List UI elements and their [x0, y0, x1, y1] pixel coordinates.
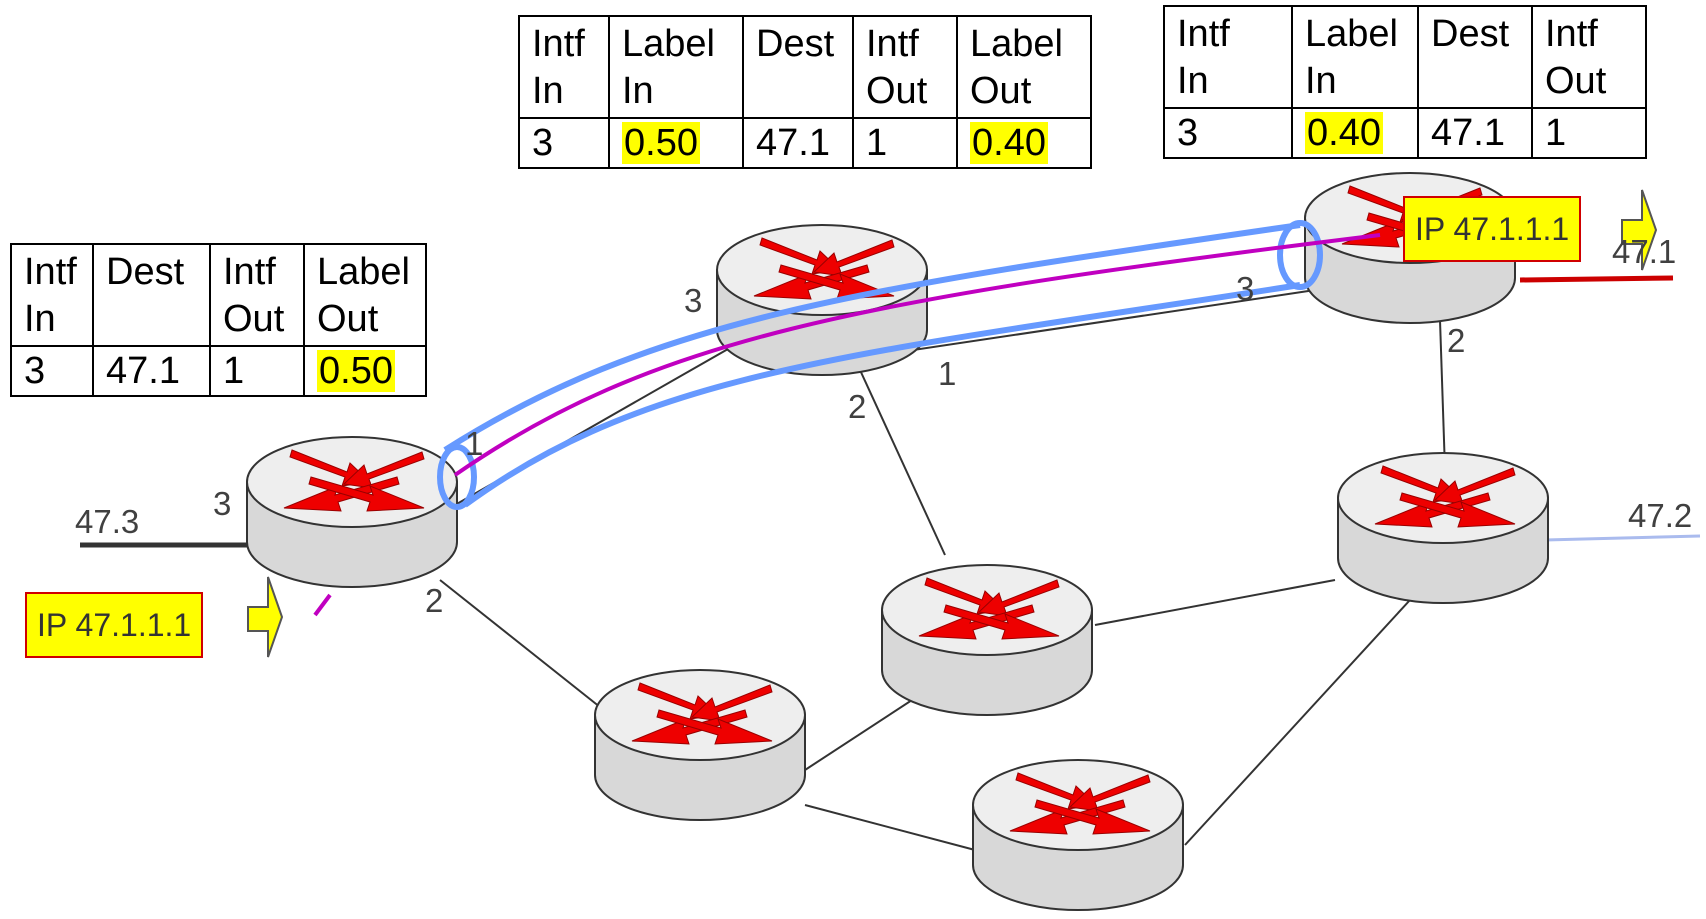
packet-arrow-icon-ingress: [247, 576, 283, 658]
table-cell: 47.1: [742, 118, 854, 169]
table-header: Label Out: [956, 15, 1092, 119]
table-cell: 47.1: [92, 346, 211, 397]
link-r5-r4: [1094, 579, 1336, 626]
table-cell: 47.1: [1417, 108, 1533, 159]
table-header: Dest: [742, 15, 854, 119]
label-in-value: 0.40: [1305, 112, 1383, 154]
table-cell: 3: [518, 118, 610, 169]
port-label: 1: [938, 355, 957, 392]
packet-label-ingress: IP 47.1.1.1: [25, 592, 204, 658]
net-47-1-line: [1519, 275, 1674, 283]
port-label: 3: [213, 485, 232, 522]
port-label: 2: [425, 582, 444, 619]
label-out-value: 0.50: [317, 350, 395, 392]
table-header: Intf Out: [852, 15, 958, 119]
network-label: 47.1: [1612, 233, 1677, 270]
router-icon-r4: [1337, 452, 1549, 604]
link-r2-r3: [879, 289, 1316, 356]
link-r1-r6: [439, 579, 611, 716]
packet-label-egress: IP 47.1.1.1: [1403, 196, 1582, 262]
port-label: 2: [848, 388, 867, 425]
table-cell: 0.40: [956, 118, 1092, 169]
router-icon-core: [716, 224, 928, 376]
table-ingress: Intf In Dest Intf Out Label Out 3 47.1 1…: [10, 243, 427, 397]
table-cell: 1: [1531, 108, 1647, 159]
table-core: Intf In Label In Dest Intf Out Label Out…: [518, 15, 1092, 169]
packet-path: [313, 233, 1381, 617]
port-label: 3: [1236, 270, 1255, 307]
table-cell: 1: [852, 118, 958, 169]
table-header: Intf In: [1163, 5, 1293, 109]
router-icon-r7: [972, 759, 1184, 911]
table-header: Dest: [92, 243, 211, 347]
link-r3-r4: [1439, 319, 1446, 471]
port-label: 3: [684, 282, 703, 319]
table-egress: Intf In Label In Dest Intf Out 3 0.40 47…: [1163, 5, 1647, 159]
link-r7-r4: [1184, 599, 1411, 846]
lsp-tunnel: [437, 220, 1323, 510]
net-47-2-line: [1544, 534, 1701, 542]
network-label: 47.3: [75, 503, 140, 540]
table-cell: 0.50: [303, 346, 427, 397]
table-header: Intf In: [10, 243, 94, 347]
label-in-value: 0.50: [622, 122, 700, 164]
table-header: Intf Out: [209, 243, 305, 347]
table-header: Intf In: [518, 15, 610, 119]
table-header: Label In: [608, 15, 744, 119]
table-cell: 0.50: [608, 118, 744, 169]
table-cell: 1: [209, 346, 305, 397]
table-header: Label In: [1291, 5, 1419, 109]
table-cell: 3: [1163, 108, 1293, 159]
link-r6-r7: [804, 804, 976, 851]
table-header: Label Out: [303, 243, 427, 347]
link-r2-r5: [859, 369, 946, 556]
table-cell: 3: [10, 346, 94, 397]
table-header: Dest: [1417, 5, 1533, 109]
router-icon-r5: [881, 564, 1093, 716]
port-label: 1: [465, 425, 484, 462]
network-label: 47.2: [1628, 497, 1693, 534]
port-label: 2: [1447, 322, 1466, 359]
label-out-value: 0.40: [970, 122, 1048, 164]
router-icon-ingress: [246, 436, 458, 588]
table-cell: 0.40: [1291, 108, 1419, 159]
links: [439, 289, 1446, 851]
router-icon-r6: [594, 669, 806, 821]
table-header: Intf Out: [1531, 5, 1647, 109]
